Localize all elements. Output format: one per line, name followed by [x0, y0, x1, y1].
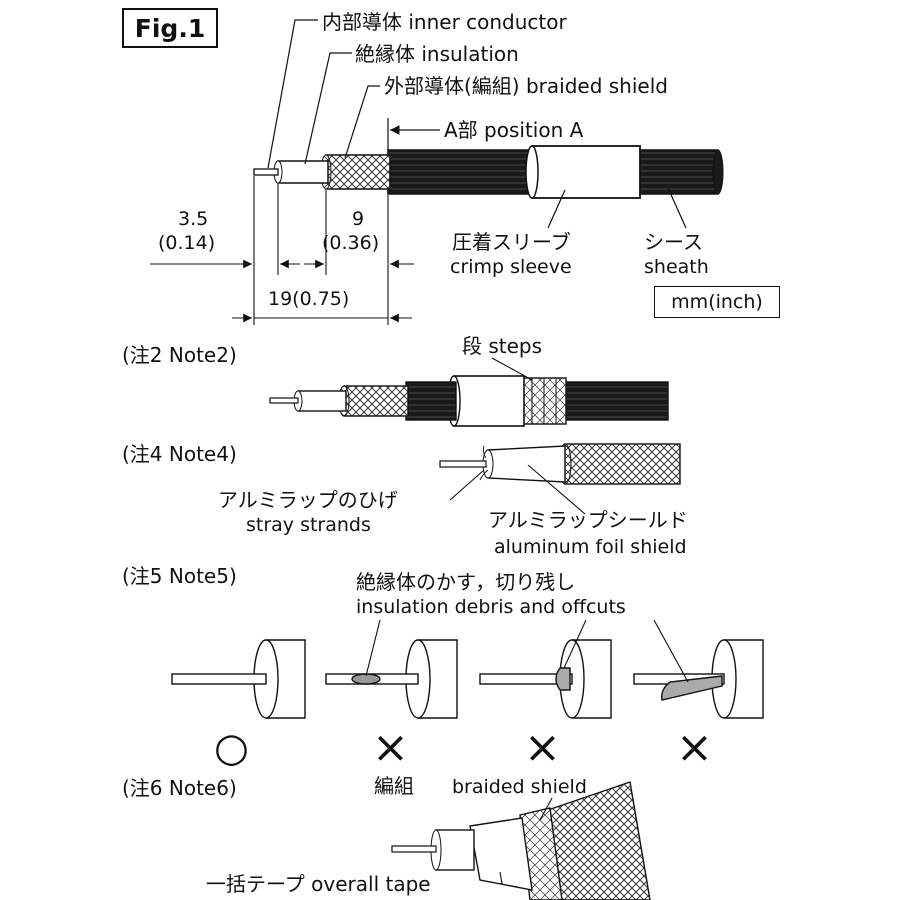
note5-title: (注5 Note5)	[122, 564, 237, 588]
note6-braid-en: braided shield	[452, 776, 587, 798]
dim-3-5-mm: 3.5	[178, 208, 209, 230]
note4-stray-jp: アルミラップのひげ	[218, 488, 398, 512]
note4-foil-en: aluminum foil shield	[494, 536, 687, 558]
note4-foil-jp: アルミラップシールド	[488, 508, 688, 532]
note2-title: (注2 Note2)	[122, 343, 237, 367]
note6-title: (注6 Note6)	[122, 776, 237, 800]
braided-shield	[325, 154, 391, 190]
note4-stray-en: stray strands	[246, 514, 371, 536]
note4-title: (注4 Note4)	[122, 442, 237, 466]
note6-tape: 一括テープ overall tape	[206, 872, 431, 896]
note5-example-1	[171, 639, 306, 719]
inner-conductor	[253, 168, 279, 176]
insulation	[277, 160, 329, 184]
dim-19: 19(0.75)	[268, 288, 350, 310]
dim-9-in: (0.36)	[322, 232, 380, 254]
crimp-sleeve	[531, 145, 641, 199]
note6-cable	[391, 781, 651, 900]
note2-steps: 段 steps	[462, 334, 543, 358]
label-position-a: A部 position A	[444, 118, 584, 142]
note5-example-4	[633, 619, 764, 719]
note2-cable	[269, 357, 669, 427]
dim-3-5-in: (0.14)	[158, 232, 216, 254]
note5-examples	[171, 619, 764, 719]
figure-title: Fig.1	[122, 8, 218, 48]
note5-mark-ng-1: ×	[372, 722, 409, 773]
note5-example-2	[325, 619, 458, 719]
dim-9-mm: 9	[352, 208, 365, 230]
dimensions	[150, 176, 414, 325]
note5-mark-ng-3: ×	[676, 722, 713, 773]
note5-debris-en: insulation debris and offcuts	[356, 596, 626, 618]
note5-mark-ok: ○	[214, 725, 249, 771]
label-insulation: 絶縁体 insulation	[355, 42, 519, 66]
label-braided-shield: 外部導体(編組) braided shield	[384, 74, 668, 98]
note5-debris-jp: 絶縁体のかす，切り残し	[356, 570, 576, 594]
label-sheath-en: sheath	[644, 256, 709, 278]
note5-mark-ng-2: ×	[524, 722, 561, 773]
label-crimp-sleeve-jp: 圧着スリーブ	[452, 230, 571, 254]
unit-box: mm(inch)	[654, 286, 780, 318]
label-inner-conductor: 内部導体 inner conductor	[322, 10, 567, 34]
main-cable	[253, 19, 724, 229]
note5-example-3	[479, 619, 612, 719]
note6-braid-jp: 編組	[374, 774, 414, 798]
label-crimp-sleeve-en: crimp sleeve	[450, 256, 572, 278]
note4-cable	[439, 443, 681, 515]
label-sheath-jp: シース	[644, 230, 703, 254]
